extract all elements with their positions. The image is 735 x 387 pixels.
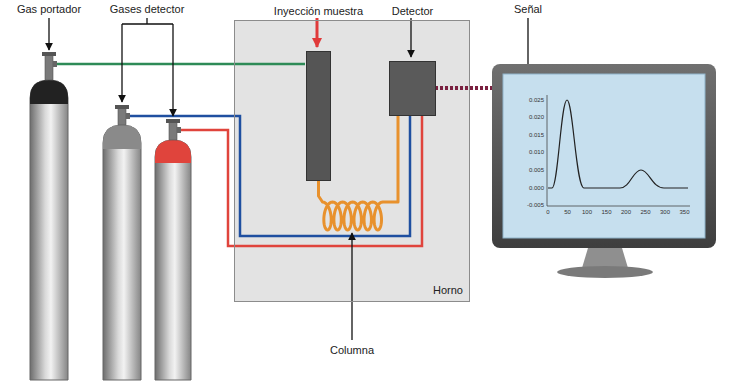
axis-tick-label: 0.015	[529, 132, 544, 139]
axis-tick-label: 150	[601, 209, 611, 216]
monitor-frame	[492, 64, 716, 248]
valve-knob	[115, 105, 129, 109]
signal-line	[435, 86, 492, 90]
axis-tick-label: 200	[621, 209, 631, 216]
axis-tick-label: 0.025	[529, 97, 544, 104]
detector-gas-line	[179, 115, 422, 246]
bracket	[122, 18, 173, 24]
carrier-gas-line	[53, 63, 305, 66]
axis-tick-label: 350	[679, 209, 689, 216]
node-label: Inyección muestra	[274, 5, 363, 18]
axis-tick-label: 100	[582, 209, 592, 216]
cylinder-cap	[103, 125, 141, 149]
part-label: Columna	[330, 344, 374, 357]
gas-cylinder	[155, 140, 191, 380]
oven-box: Horno Inyección muestra Detector	[234, 20, 470, 302]
detector-box: Detector	[389, 61, 436, 116]
node-label: Detector	[392, 5, 434, 18]
pointer-arrow	[351, 233, 352, 340]
pointer-arrow	[121, 24, 122, 102]
monitor-neck	[582, 248, 628, 268]
part-label: Gases detector	[110, 3, 185, 16]
part-label: Gas portador	[17, 3, 81, 16]
axis-tick-label: 0	[546, 209, 549, 216]
pointer-arrow	[48, 18, 49, 50]
valve-outlet	[177, 127, 181, 133]
pointer-arrow	[410, 18, 411, 57]
part-label: Señal	[514, 3, 542, 16]
cylinder-valve	[118, 108, 126, 125]
chart-axis	[547, 95, 690, 206]
axis-tick-label: 0.020	[529, 114, 544, 121]
axis-tick-label: 0.000	[529, 185, 544, 192]
injector-box: Inyección muestra	[306, 51, 331, 181]
axis-tick-label: 250	[640, 209, 650, 216]
valve-knob	[42, 52, 56, 56]
valve-knob	[166, 119, 180, 123]
axis-tick-label: -0.005	[527, 202, 544, 209]
pointer-arrow	[172, 24, 173, 116]
monitor-screen	[503, 74, 705, 238]
gas-cylinder	[30, 80, 68, 380]
cylinder-valve	[169, 122, 177, 140]
node-label: Horno	[433, 284, 463, 297]
valve-outlet	[53, 61, 57, 67]
cylinder-cap	[30, 80, 68, 104]
cylinder-valve	[45, 55, 53, 80]
axis-tick-label: 50	[564, 209, 571, 216]
chromatogram-curve	[548, 100, 688, 188]
valve-outlet	[126, 113, 130, 119]
axis-tick-label: 0.010	[529, 149, 544, 156]
cylinder-cap	[155, 140, 191, 163]
monitor-base	[557, 266, 653, 278]
axis-tick-label: 0.005	[529, 167, 544, 174]
injection-arrow	[316, 18, 319, 47]
gas-cylinder	[103, 125, 141, 380]
axis-tick-label: 300	[660, 209, 670, 216]
